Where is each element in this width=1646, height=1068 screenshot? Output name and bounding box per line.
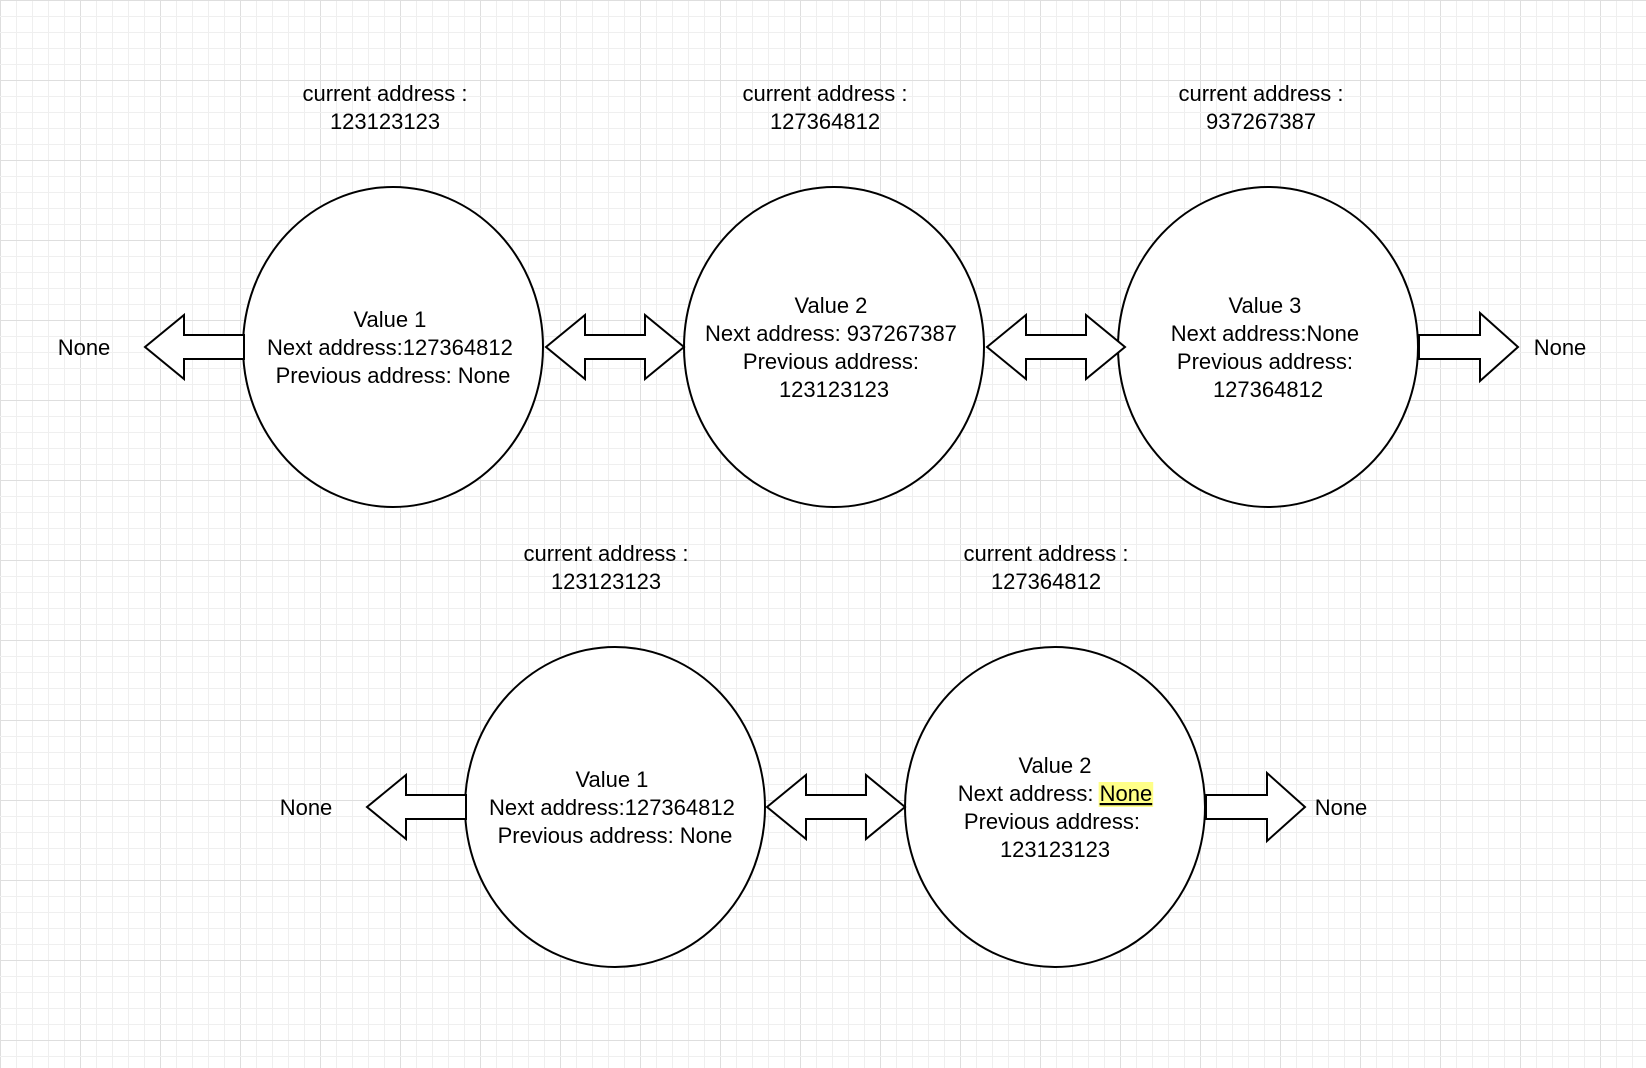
node-3-address-label: current address : bbox=[1178, 81, 1343, 106]
bottom-node-1-address-value: 123123123 bbox=[551, 569, 661, 594]
bottom-node-2-next-line: Next address: None bbox=[958, 781, 1152, 806]
bottom-node-2-prev-lines: Previous address: 123123123 bbox=[964, 809, 1146, 862]
bottom-node-2-circle[interactable] bbox=[904, 646, 1206, 968]
node-2-circle[interactable] bbox=[683, 186, 985, 508]
node-2-text: Value 2 Next address: 937267387 Previous… bbox=[705, 293, 963, 402]
top-left-none-label: None bbox=[58, 335, 111, 360]
double-arrow-icon bbox=[985, 312, 1127, 382]
node-1-address-value: 123123123 bbox=[330, 109, 440, 134]
node-1-text: Value 1 Next address:127364812 Previous … bbox=[267, 307, 519, 388]
double-arrow-icon bbox=[765, 772, 907, 842]
node-3-text: Value 3 Next address:None Previous addre… bbox=[1171, 293, 1365, 402]
top-linked-list: current address : 123123123 current addr… bbox=[58, 81, 1587, 508]
left-arrow-icon bbox=[365, 772, 467, 842]
top-right-none-label: None bbox=[1534, 335, 1587, 360]
node-2-address-value: 127364812 bbox=[770, 109, 880, 134]
bottom-linked-list: current address : 123123123 current addr… bbox=[280, 541, 1368, 968]
node-1-address-label: current address : bbox=[302, 81, 467, 106]
node-2-address-label: current address : bbox=[742, 81, 907, 106]
highlighted-next-value: None bbox=[1100, 781, 1153, 806]
bottom-node-1-address-label: current address : bbox=[523, 541, 688, 566]
bottom-node-1-text: Value 1 Next address:127364812 Previous … bbox=[489, 767, 741, 848]
bottom-left-none-label: None bbox=[280, 795, 333, 820]
double-arrow-icon bbox=[544, 312, 686, 382]
node-3-circle[interactable] bbox=[1117, 186, 1419, 508]
bottom-right-none-label: None bbox=[1315, 795, 1368, 820]
node-3-address-value: 937267387 bbox=[1206, 109, 1316, 134]
right-arrow-icon bbox=[1205, 770, 1307, 844]
bottom-node-2-text: Value 2 bbox=[1019, 753, 1092, 778]
left-arrow-icon bbox=[143, 312, 245, 382]
bottom-node-2-address-value: 127364812 bbox=[991, 569, 1101, 594]
right-arrow-icon bbox=[1418, 310, 1520, 384]
highlight-marker bbox=[1098, 782, 1154, 807]
bottom-node-2-address-label: current address : bbox=[963, 541, 1128, 566]
